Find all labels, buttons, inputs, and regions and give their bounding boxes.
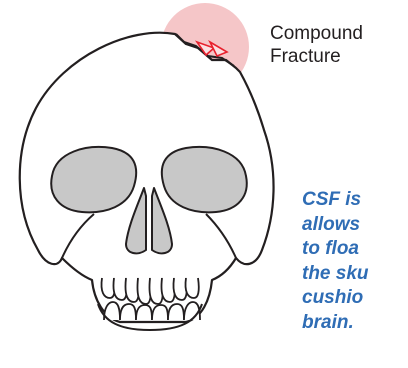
left-eye-socket — [51, 147, 136, 212]
fracture-label: Compound Fracture — [270, 22, 363, 68]
csf-note-line-3: to floa — [302, 237, 408, 262]
csf-note-line-2: allows — [302, 213, 408, 238]
fracture-label-line-2: Fracture — [270, 45, 363, 68]
csf-note-line-5: cushio — [302, 286, 408, 311]
csf-note-line-1: CSF is — [302, 188, 408, 213]
csf-note-line-4: the sku — [302, 262, 408, 287]
fracture-label-line-1: Compound — [270, 22, 363, 45]
csf-note-line-6: brain. — [302, 311, 408, 336]
right-eye-socket — [162, 147, 247, 212]
csf-note: CSF is allows to floa the sku cushio bra… — [302, 188, 408, 335]
